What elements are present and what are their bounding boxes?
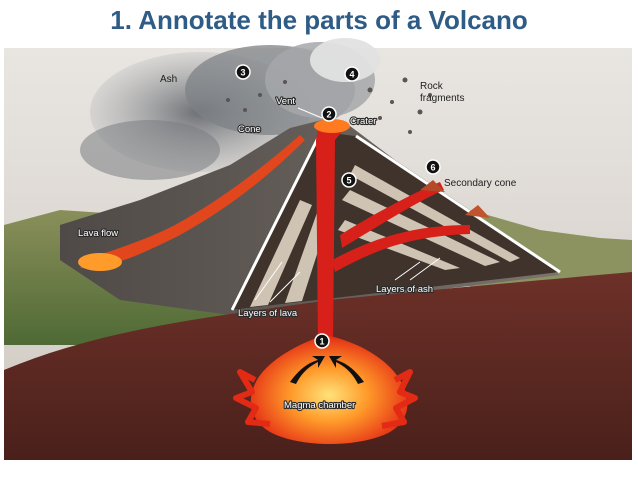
lava-flow-glow <box>78 253 122 271</box>
marker-2: 2 <box>321 106 337 122</box>
ash-cloud <box>80 38 380 180</box>
secondary-cone <box>420 180 445 192</box>
secondary-cone-small <box>465 205 490 218</box>
marker-2-label: 2 <box>326 110 331 120</box>
leader-lines <box>254 107 441 303</box>
marker-3-label: 3 <box>240 68 245 78</box>
marker-3: 3 <box>235 64 251 80</box>
marker-5: 5 <box>341 172 357 188</box>
cutaway-outline <box>230 133 561 311</box>
magma-arrow-left <box>290 356 325 384</box>
label-crater: Crater <box>350 116 376 127</box>
marker-1-label: 1 <box>319 337 324 347</box>
crater-glow <box>314 119 350 133</box>
label-ash: Ash <box>160 74 177 85</box>
marker-6: 6 <box>425 159 441 175</box>
magma-conduit <box>316 128 470 345</box>
marker-1: 1 <box>314 333 330 349</box>
magma-flame-edge <box>233 369 418 429</box>
marker-6-label: 6 <box>430 163 435 173</box>
magma-chamber <box>250 335 408 444</box>
label-layers-of-ash: Layers of ash <box>376 284 433 295</box>
cutaway-strata <box>230 132 560 310</box>
marker-4: 4 <box>344 66 360 82</box>
label-secondary-cone: Secondary cone <box>444 178 517 189</box>
label-cone: Cone <box>238 124 261 135</box>
label-lava-flow: Lava flow <box>78 228 118 239</box>
magma-arrow-right <box>329 356 364 384</box>
label-magma-chamber: Magma chamber <box>284 400 355 411</box>
label-vent: Vent <box>276 96 295 107</box>
rock-fragments <box>226 77 432 134</box>
marker-5-label: 5 <box>346 176 351 186</box>
label-fragments: fragments <box>420 93 464 104</box>
marker-4-label: 4 <box>349 70 354 80</box>
label-rock: Rock <box>420 81 444 92</box>
label-layers-of-lava: Layers of lava <box>238 308 298 319</box>
page-title: 1. Annotate the parts of a Volcano <box>110 5 528 35</box>
